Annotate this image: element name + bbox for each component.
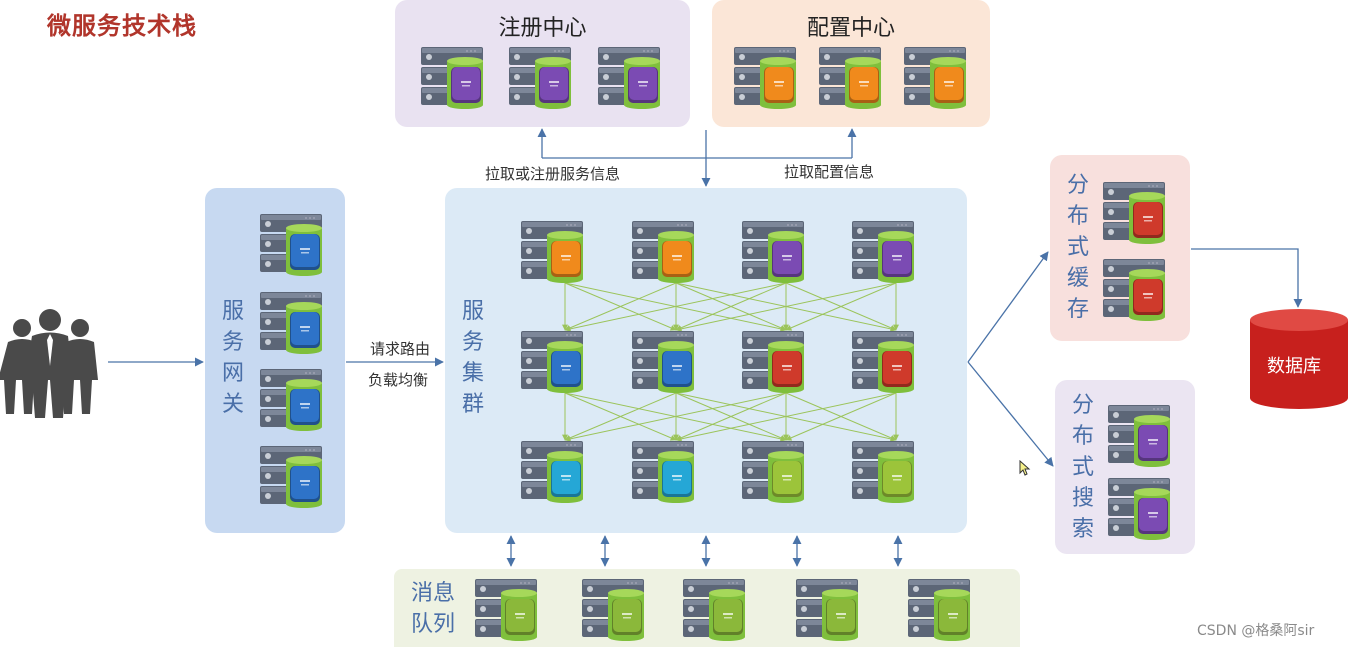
cache-server-1: [1103, 182, 1165, 244]
gateway-server-2: [260, 292, 322, 354]
cluster-server-r3-c2: [632, 441, 694, 503]
mq-label: 消息队列: [410, 581, 455, 637]
cluster-server-r2-c1: [521, 331, 583, 393]
loadbalance-label: 负载均衡: [368, 371, 429, 389]
mq-server-1: [475, 579, 537, 641]
cluster-mesh-lines: [562, 282, 899, 442]
search-server-2: [1108, 478, 1170, 540]
registry-label: 注册中心: [498, 16, 587, 41]
cluster-server-r1-c2: [632, 221, 694, 283]
pull-register-label: 拉取或注册服务信息: [485, 165, 621, 183]
registry-server-1: [421, 47, 483, 109]
search-label: 分布式搜索: [1071, 393, 1094, 542]
registry-server-3: [598, 47, 660, 109]
cluster-to-search-arrow: [967, 361, 1054, 467]
registry-server-2: [509, 47, 571, 109]
cluster-server-r1-c4: [852, 221, 914, 283]
cluster-server-r2-c3: [742, 331, 804, 393]
mesh-line-s1-3-2: [675, 282, 787, 331]
mq-server-4: [796, 579, 858, 641]
cluster-server-r1-c1: [521, 221, 583, 283]
gateway-label: 服务网关: [221, 299, 244, 417]
users-icon: [0, 309, 98, 418]
gateway-server-4: [260, 446, 322, 508]
mesh-line-s2-2-1: [564, 392, 677, 441]
cluster-server-r3-c4: [852, 441, 914, 503]
config-server-3: [904, 47, 966, 109]
mesh-line-s2-3-2: [675, 392, 787, 441]
mesh-line-s2-4-3: [785, 392, 897, 441]
cluster-server-r2-c4: [852, 331, 914, 393]
pull-config-label: 拉取配置信息: [784, 163, 875, 181]
cursor-icon: [1019, 460, 1031, 476]
page-title: 微服务技术栈: [47, 12, 197, 40]
watermark: CSDN @格桑阿sir: [1197, 623, 1315, 639]
mq-server-5: [908, 579, 970, 641]
cluster-label: 服务集群: [461, 299, 484, 417]
cache-label: 分布式缓存: [1066, 173, 1089, 322]
mesh-line-s1-4-2: [675, 282, 897, 332]
mesh-line-s2-3-1: [564, 392, 787, 442]
database-icon: [1250, 309, 1348, 409]
mesh-line-s1-4-3: [785, 282, 897, 331]
cluster-server-r3-c3: [742, 441, 804, 503]
mesh-line-s2-4-2: [675, 392, 897, 442]
cluster-server-r2-c2: [632, 331, 694, 393]
gateway-server-1: [260, 214, 322, 276]
mesh-line-s1-2-1: [564, 282, 677, 331]
cluster-server-r3-c1: [521, 441, 583, 503]
database-label: 数据库: [1267, 356, 1321, 377]
search-server-1: [1108, 405, 1170, 467]
mq-server-2: [582, 579, 644, 641]
config-label: 配置中心: [806, 16, 895, 41]
mesh-line-s1-3-1: [564, 282, 787, 332]
cache-to-db-arrow: [1191, 248, 1303, 308]
mq-server-3: [683, 579, 745, 641]
route-label: 请求路由: [370, 340, 431, 358]
gateway-server-3: [260, 369, 322, 431]
config-server-2: [819, 47, 881, 109]
config-server-1: [734, 47, 796, 109]
cluster-server-r1-c3: [742, 221, 804, 283]
cache-server-2: [1103, 259, 1165, 321]
cluster-to-cache-arrow: [967, 251, 1049, 363]
